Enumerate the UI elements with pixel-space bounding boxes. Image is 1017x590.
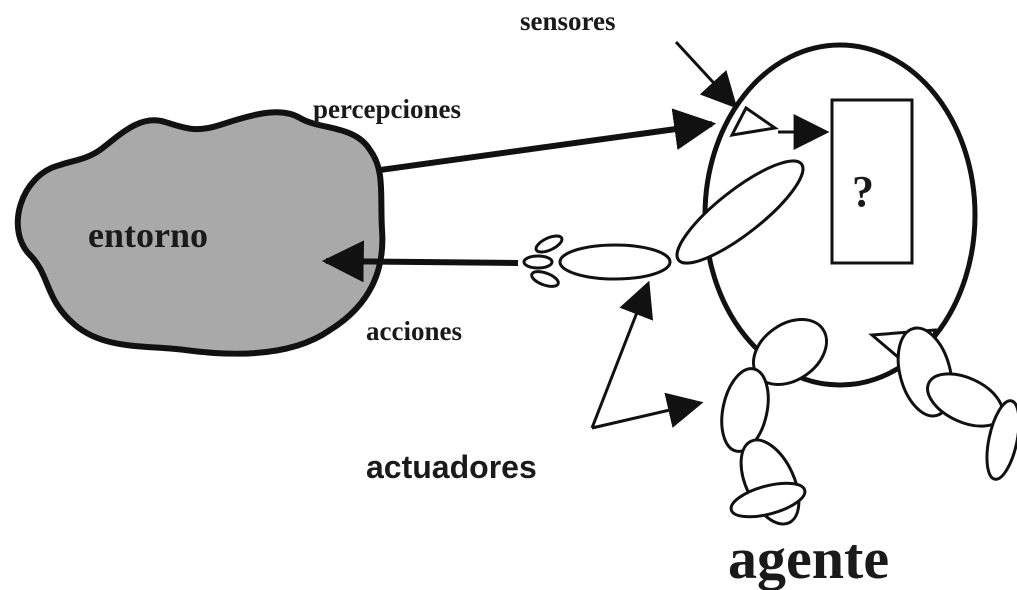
agent-unknown-symbol: ? — [852, 167, 874, 216]
perception-arrow — [380, 124, 712, 170]
perceptions-label: percepciones — [313, 94, 461, 124]
hand-fingers — [524, 233, 564, 290]
leg-right — [872, 322, 1017, 482]
sensors-label: sensores — [520, 6, 616, 36]
sensors-pointer-arrow — [676, 42, 735, 106]
agent-label: agente — [728, 526, 889, 590]
environment-label: entorno — [88, 215, 208, 255]
actions-label: acciones — [366, 316, 462, 346]
actuators-label: actuadores — [366, 449, 537, 485]
leg-left — [715, 306, 839, 533]
arm-forearm — [560, 245, 670, 279]
actuators-pointer-leg — [592, 403, 700, 428]
actuators-pointer-arm — [592, 284, 648, 428]
action-arrow — [326, 261, 518, 263]
